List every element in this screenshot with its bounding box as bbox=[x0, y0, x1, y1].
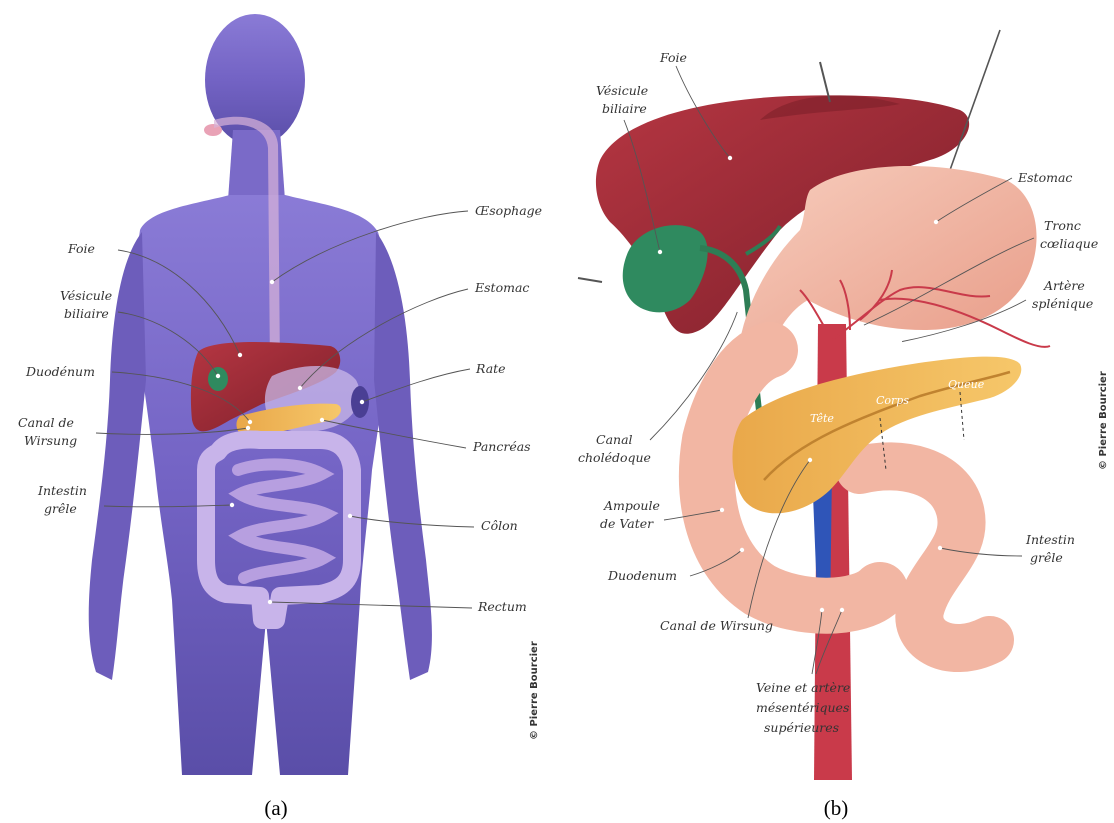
label-canal-a-2: Wirsung bbox=[24, 433, 77, 448]
label-pancreas-a: Pancréas bbox=[472, 439, 531, 454]
label-canal-a-1: Canal de bbox=[18, 415, 74, 430]
label-ampoule-2: de Vater bbox=[600, 516, 654, 531]
credit-a: © Pierre Bourcier bbox=[529, 641, 540, 740]
label-veine-3: supérieures bbox=[764, 720, 839, 735]
label-vesicule-a-2: biliaire bbox=[64, 306, 109, 321]
label-rate: Rate bbox=[475, 361, 506, 376]
label-duodenum-a: Duodénum bbox=[25, 364, 95, 379]
label-intestin-b-1: Intestin bbox=[1025, 532, 1075, 547]
label-corps: Corps bbox=[876, 394, 909, 407]
label-artere-1: Artère bbox=[1043, 278, 1085, 293]
label-intestin-a-1: Intestin bbox=[37, 483, 87, 498]
label-vesicule-b-1: Vésicule bbox=[596, 83, 648, 98]
label-artere-2: splénique bbox=[1032, 296, 1093, 311]
label-tronc-1: Tronc bbox=[1044, 218, 1081, 233]
label-estomac-a: Estomac bbox=[474, 280, 529, 295]
label-tete: Tête bbox=[810, 412, 834, 425]
label-ampoule-1: Ampoule bbox=[603, 498, 660, 513]
label-estomac-b: Estomac bbox=[1017, 170, 1072, 185]
credit-b: © Pierre Bourcier bbox=[1098, 371, 1109, 470]
label-queue: Queue bbox=[948, 378, 985, 391]
label-vesicule-a-1: Vésicule bbox=[60, 288, 112, 303]
label-vesicule-b-2: biliaire bbox=[602, 101, 647, 116]
label-rectum: Rectum bbox=[477, 599, 527, 614]
label-veine-1: Veine et artère bbox=[756, 680, 850, 695]
panel-b: Queue Corps Tête Foie Vésicule biliaire … bbox=[578, 30, 1109, 820]
label-intestin-b-2: grêle bbox=[1030, 550, 1063, 565]
label-intestin-a-2: grêle bbox=[44, 501, 77, 516]
label-veine-2: mésentériques bbox=[756, 700, 849, 715]
panel-a: Œsophage Foie Estomac Vésicule biliaire … bbox=[18, 14, 542, 820]
label-choledoque-2: cholédoque bbox=[578, 450, 651, 465]
label-choledoque-1: Canal bbox=[596, 432, 633, 447]
label-wirsung-b: Canal de Wirsung bbox=[660, 618, 773, 633]
label-oesophage: Œsophage bbox=[475, 203, 542, 218]
label-duodenum-b: Duodenum bbox=[607, 568, 677, 583]
gallbladder-shape bbox=[208, 367, 228, 391]
label-foie-b: Foie bbox=[659, 50, 687, 65]
caption-a: (a) bbox=[264, 796, 287, 820]
label-colon: Côlon bbox=[481, 518, 518, 533]
label-tronc-2: cœliaque bbox=[1040, 236, 1098, 251]
caption-b: (b) bbox=[824, 796, 849, 820]
label-foie-a: Foie bbox=[67, 241, 95, 256]
